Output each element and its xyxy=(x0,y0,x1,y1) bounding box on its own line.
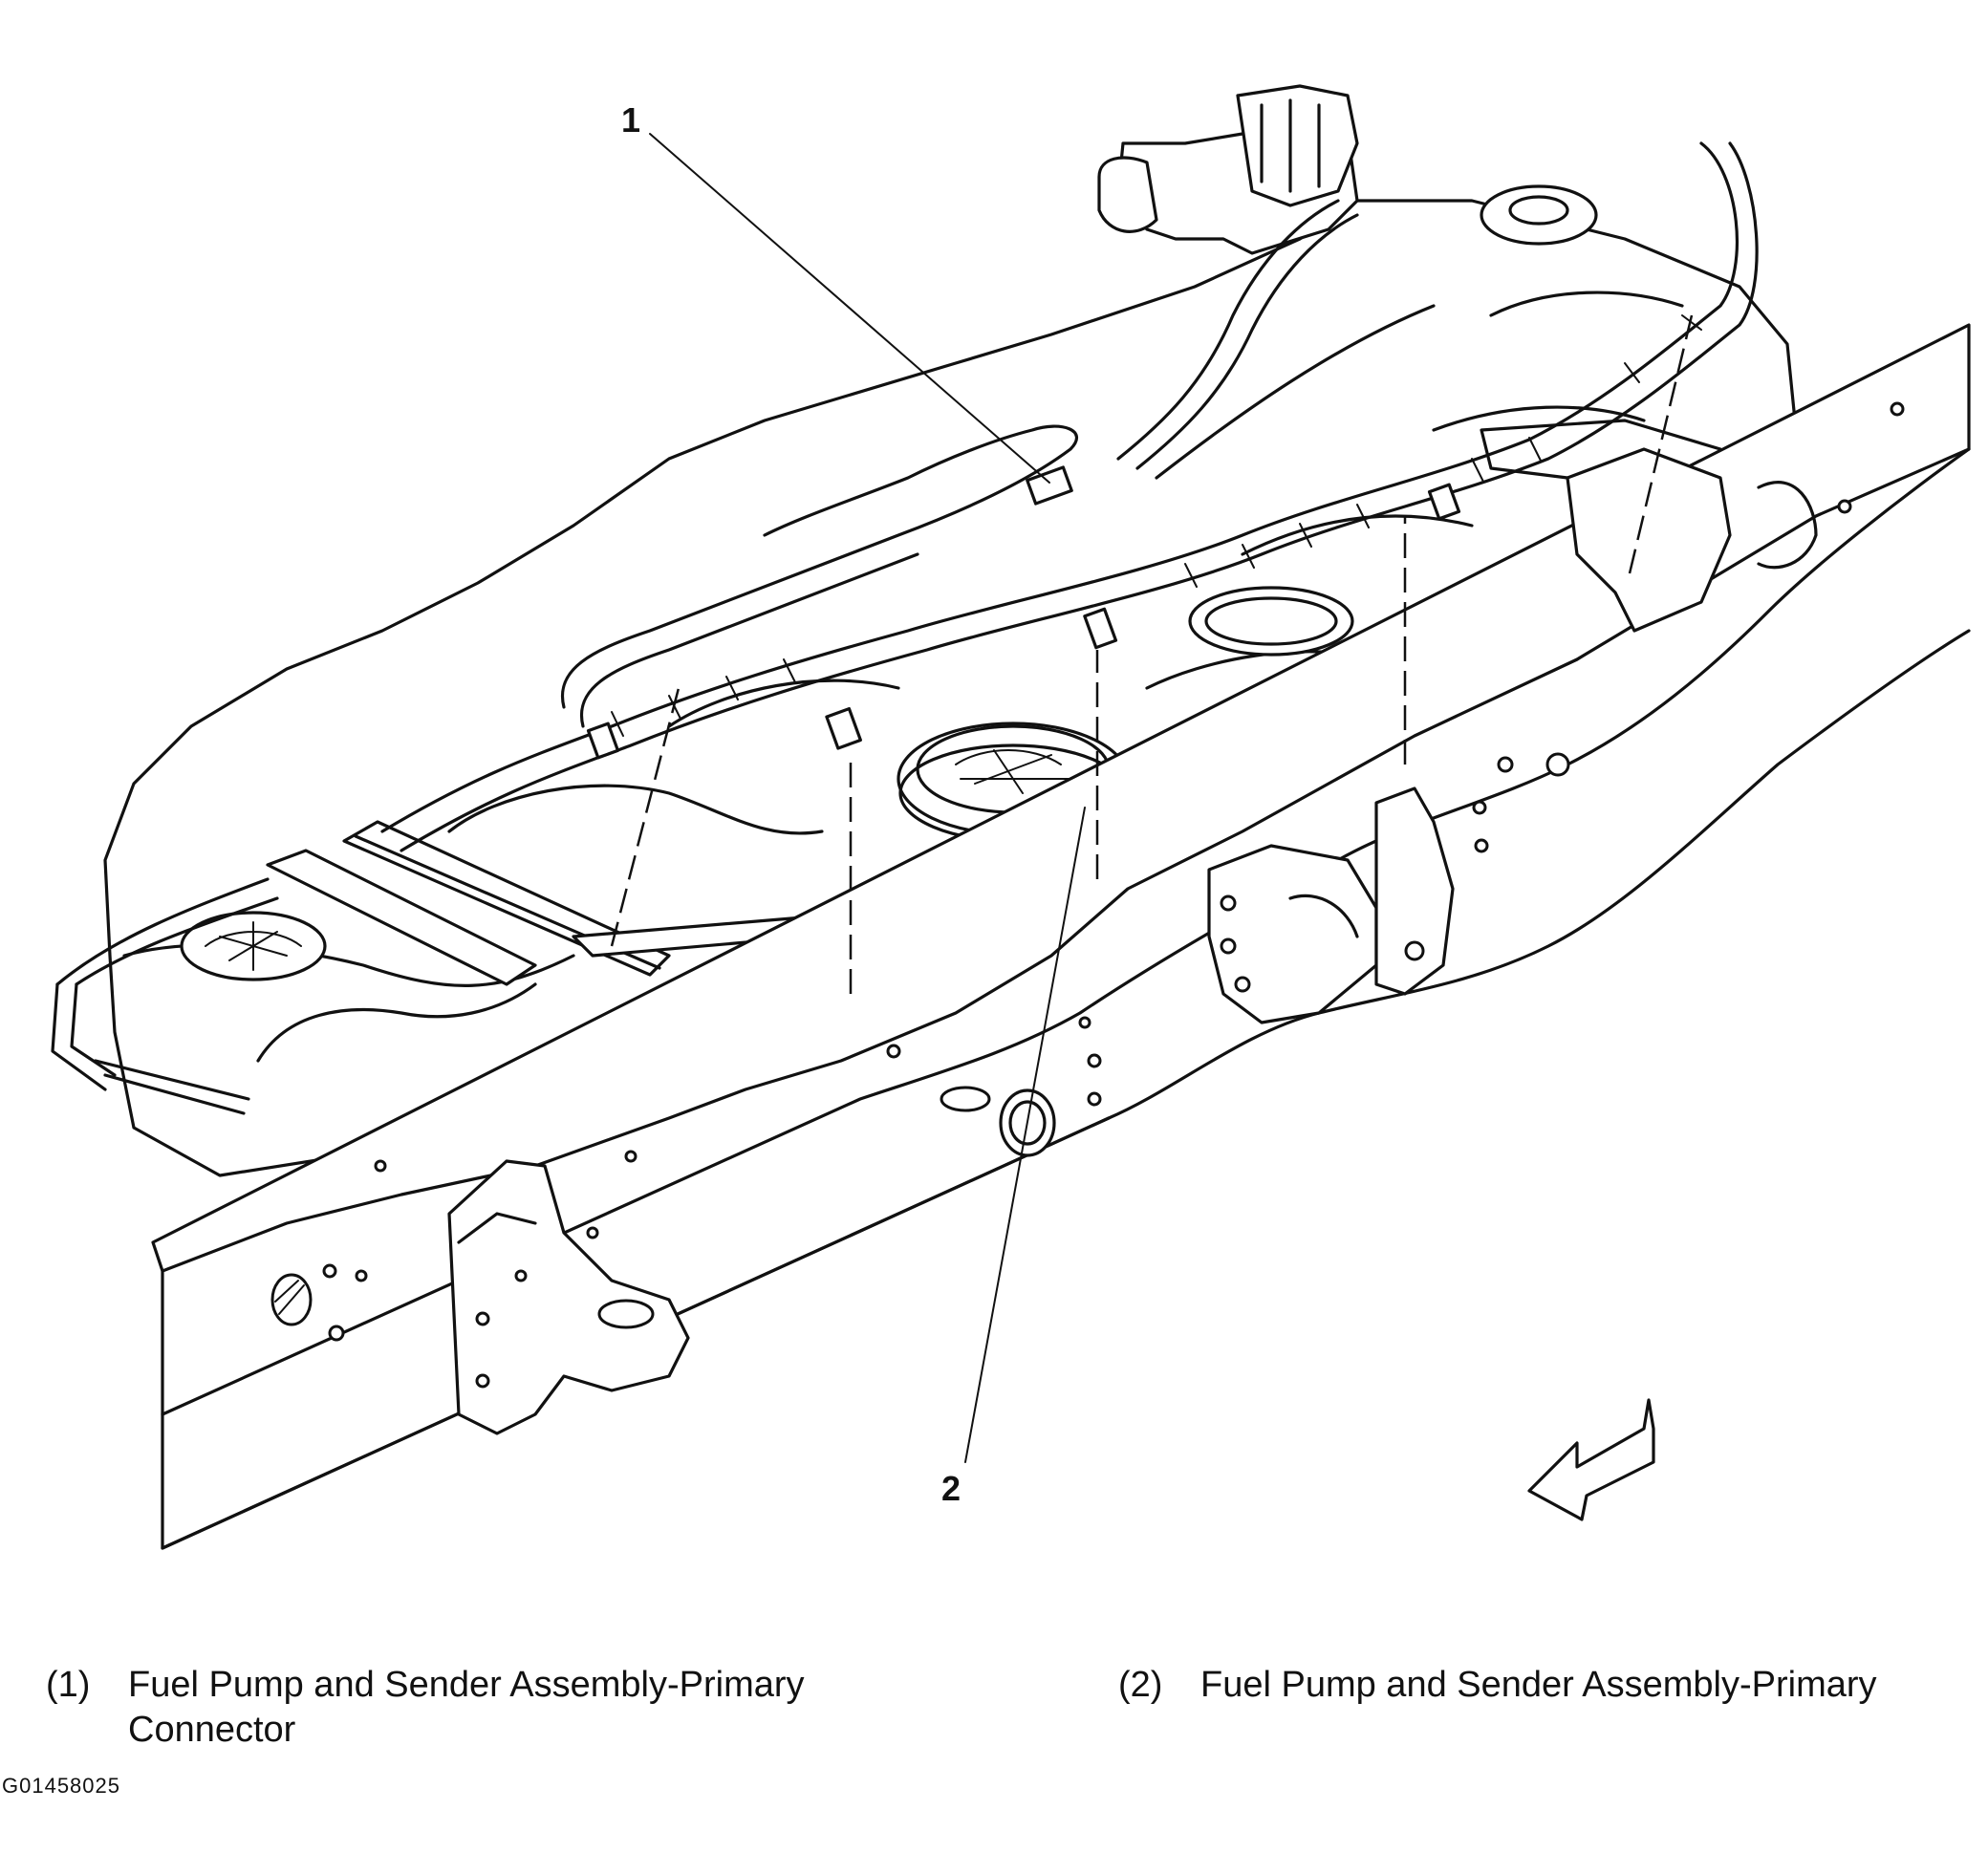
legend-item-1-line2: Connector xyxy=(128,1710,296,1750)
callout-1: 1 xyxy=(621,100,1050,484)
figure-id: G01458025 xyxy=(2,1774,120,1798)
assembly-lines xyxy=(610,314,1694,994)
legend-item-1-number: (1) xyxy=(46,1665,91,1705)
callout-1-number: 1 xyxy=(621,100,640,140)
legend-item-2-number: (2) xyxy=(1118,1665,1163,1705)
legend-item-2-line1: Fuel Pump and Sender Assembly-Primary xyxy=(1200,1665,1877,1705)
frame-brackets xyxy=(447,447,1818,1435)
legend-item-1-text: Fuel Pump and Sender Assembly-Primary Co… xyxy=(128,1663,988,1753)
callout-2-number: 2 xyxy=(941,1469,961,1508)
legend-item-1-line1: Fuel Pump and Sender Assembly-Primary xyxy=(128,1665,805,1705)
legend-item-2-text: Fuel Pump and Sender Assembly-Primary xyxy=(1200,1663,1877,1708)
fuel-pump-diagram: 1 2 xyxy=(51,84,1971,1550)
forward-direction-arrow xyxy=(1527,1398,1655,1521)
callout-2: 2 xyxy=(941,807,1086,1508)
fuel-tank xyxy=(103,84,1799,1177)
